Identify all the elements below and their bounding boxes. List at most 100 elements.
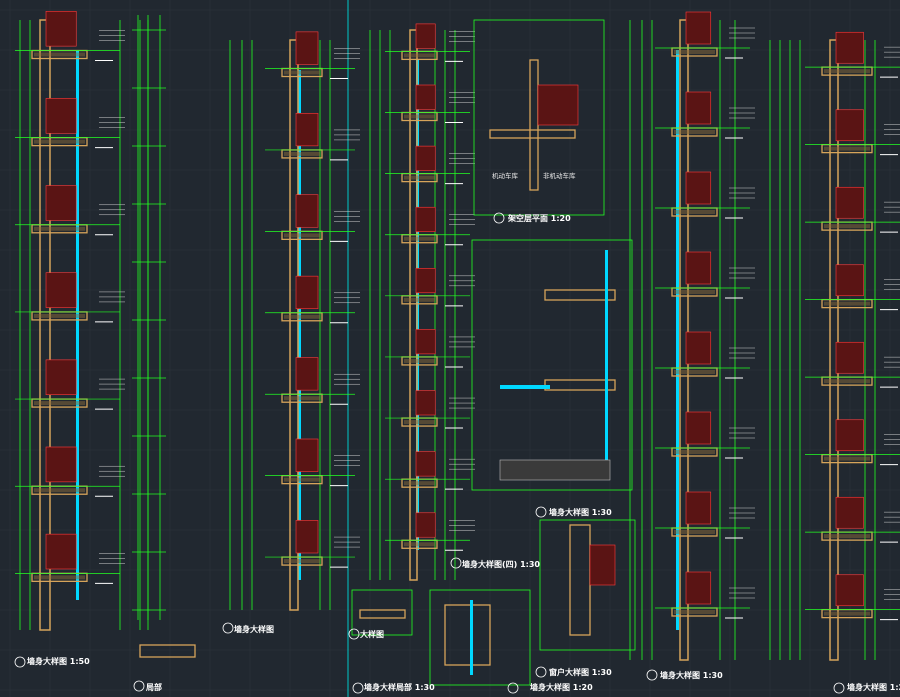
slab-fill: [404, 236, 435, 241]
window-hatch: [835, 496, 864, 529]
room-label-a: 机动车库: [492, 171, 519, 180]
label-detail-8: 墙身大样局部 1:30: [364, 682, 435, 692]
slab-fill: [824, 301, 870, 306]
window-hatch: [835, 31, 864, 64]
detail-5-hatch: [537, 84, 579, 126]
window-hatch: [685, 171, 712, 205]
detail-marker: [833, 682, 845, 694]
slab-fill: [824, 224, 870, 229]
glass-strip: [676, 50, 679, 630]
detail-9-wall: [444, 604, 491, 666]
window-hatch: [295, 31, 319, 65]
label-detail-5: 架空层平面 1:20: [507, 213, 571, 223]
detail-views: [139, 19, 636, 686]
detail-5-slab: [489, 129, 576, 139]
slab-fill: [284, 396, 320, 401]
window-hatch: [415, 451, 436, 477]
detail-6-glass: [500, 385, 550, 389]
slab-fill: [284, 314, 320, 319]
slab-fill: [404, 297, 435, 302]
slab-fill: [824, 146, 870, 151]
detail-6-glass: [605, 250, 608, 480]
window-hatch: [45, 98, 77, 134]
detail-10-hatch: [589, 544, 616, 586]
label-detail-6: 墙身大样图 1:30: [549, 507, 612, 517]
slab-fill: [284, 70, 320, 75]
slab-fill: [824, 534, 870, 539]
detail-6-ground: [499, 459, 611, 481]
detail-marker: [352, 682, 364, 694]
slab-fill: [674, 610, 715, 614]
slab-fill: [674, 370, 715, 374]
window-hatch: [415, 84, 436, 110]
label-detail-13: 局部: [145, 682, 162, 692]
detail-marker: [507, 682, 519, 694]
detail-6-slab: [544, 289, 616, 301]
room-label-b: 非机动车库: [543, 171, 576, 180]
detail-5-frame: [473, 19, 605, 216]
label-detail-3: 墙身大样图: [234, 624, 274, 634]
window-hatch: [415, 145, 436, 171]
slab-fill: [404, 420, 435, 425]
label-detail-10: 窗户大样图 1:30: [549, 667, 612, 677]
slab-fill: [34, 575, 85, 580]
window-hatch: [685, 411, 712, 445]
slab-fill: [284, 477, 320, 482]
detail-marker: [222, 622, 234, 634]
window-hatch: [685, 11, 712, 45]
window-hatch: [295, 357, 319, 391]
slab-fill: [404, 53, 435, 58]
window-hatch: [415, 268, 436, 294]
detail-13-slab: [139, 644, 196, 658]
detail-markers: [14, 212, 845, 694]
detail-marker: [348, 628, 360, 640]
window-hatch: [835, 419, 864, 452]
window-hatch: [685, 251, 712, 285]
slab-fill: [824, 379, 870, 384]
glass-strip: [298, 70, 301, 580]
slab-fill: [34, 313, 85, 318]
window-hatch: [295, 194, 319, 228]
window-hatch: [835, 341, 864, 374]
detail-marker: [535, 666, 547, 678]
window-hatch: [835, 574, 864, 607]
slab-fill: [674, 450, 715, 454]
glass-strip: [76, 50, 79, 600]
window-hatch: [295, 112, 319, 147]
wall-section: [769, 31, 900, 661]
window-hatch: [415, 206, 436, 232]
wall-column: [289, 39, 299, 611]
wall-column: [409, 29, 418, 581]
label-detail-4: 墙身大样图(四) 1:30: [462, 559, 540, 569]
slab-fill: [34, 401, 85, 406]
slab-fill: [674, 290, 715, 294]
dimension-column: [132, 15, 166, 620]
label-detail-11: 墙身大样图 1:30: [660, 670, 723, 680]
window-hatch: [45, 272, 77, 308]
detail-9-glass: [470, 600, 473, 675]
window-hatch: [835, 186, 864, 219]
window-hatch: [45, 533, 77, 570]
window-hatch: [685, 571, 712, 605]
slab-fill: [404, 358, 435, 363]
detail-labels: 墙身大样图 1:50 局部 墙身大样图 墙身大样图(四) 1:30 架空层平面 …: [27, 171, 900, 692]
slab-fill: [284, 151, 320, 156]
slab-fill: [824, 611, 870, 616]
detail-marker: [493, 212, 505, 224]
detail-6-frame: [471, 239, 633, 491]
slab-fill: [824, 69, 870, 74]
wall-section: [15, 10, 149, 631]
window-hatch: [835, 109, 864, 142]
detail-marker: [535, 506, 547, 518]
window-hatch: [415, 329, 436, 355]
detail-7-frame: [351, 589, 413, 636]
window-hatch: [415, 512, 436, 538]
slab-fill: [404, 114, 435, 119]
detail-marker: [450, 557, 462, 569]
wall-column: [39, 19, 51, 631]
detail-marker: [133, 680, 145, 692]
slab-fill: [674, 130, 715, 134]
window-hatch: [45, 359, 77, 396]
slab-fill: [404, 175, 435, 180]
